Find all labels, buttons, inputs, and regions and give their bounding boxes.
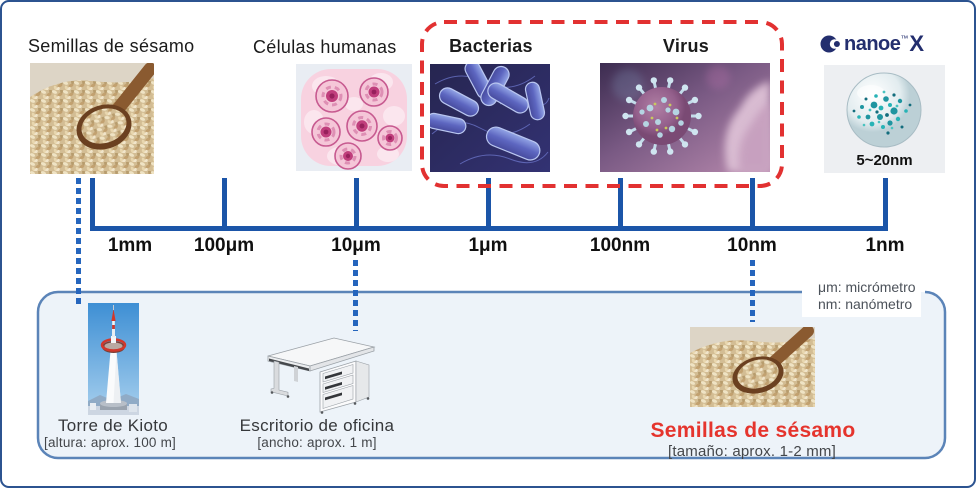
nanoe-size-label: 5~20nm <box>856 152 913 169</box>
connector-10nm-to-sesame <box>750 260 755 322</box>
nanoe-x-letter: X <box>909 31 925 56</box>
nanoe-brand-text: nanoe <box>844 32 901 55</box>
scale-tick-10um <box>354 178 359 226</box>
sesame-bottom-image <box>690 327 815 407</box>
sesame-bottom-subtitle: [tamaño: aprox. 1-2 mm] <box>668 443 836 460</box>
human-cells-image <box>296 64 412 171</box>
kyoto-tower-image <box>88 303 139 415</box>
sesame-top-image <box>30 63 154 174</box>
human-cells-label: Células humanas <box>253 37 397 57</box>
virus-image <box>600 63 770 172</box>
sesame-top-label: Semillas de sésamo <box>28 36 195 56</box>
nanoe-particle-image: 5~20nm <box>824 65 945 173</box>
kyoto-tower-title: Torre de Kioto <box>57 416 169 435</box>
bacteria-image <box>430 64 550 172</box>
scale-tick-1nm <box>883 178 888 226</box>
scale-label-1mm: 1mm <box>107 235 153 256</box>
scale-label-100um: 100μm <box>193 235 255 256</box>
scale-tick-1um <box>486 178 491 226</box>
units-legend: μm: micrómetro nm: nanómetro <box>818 279 916 313</box>
scale-label-1nm: 1nm <box>865 235 905 256</box>
nanoe-mark-icon <box>820 35 840 53</box>
connector-sesame-to-tower <box>76 178 81 308</box>
scale-tick-100um <box>222 178 227 226</box>
scale-label-10um: 10μm <box>331 235 381 256</box>
nanoe-tm-mark: ™ <box>900 33 909 43</box>
sesame-bottom-title: Semillas de sésamo <box>650 419 856 442</box>
kyoto-tower-subtitle: [altura: aprox. 100 m] <box>44 435 176 450</box>
virus-label: Virus <box>662 36 710 56</box>
office-desk-image <box>264 330 378 414</box>
scale-axis-line <box>90 226 888 231</box>
units-legend-nano: nm: nanómetro <box>818 296 913 312</box>
office-desk-title: Escritorio de oficina <box>239 416 395 435</box>
connector-10um-to-desk <box>353 260 358 331</box>
bacteria-label: Bacterias <box>449 36 533 56</box>
units-legend-micro: μm: micrómetro <box>818 279 916 295</box>
scale-label-100nm: 100nm <box>589 235 651 256</box>
scale-label-10nm: 10nm <box>727 235 777 256</box>
scale-label-1um: 1μm <box>468 235 508 256</box>
office-desk-subtitle: [ancho: aprox. 1 m] <box>257 435 377 450</box>
scale-tick-1mm <box>90 178 95 226</box>
scale-tick-100nm <box>618 178 623 226</box>
scale-tick-10nm <box>750 178 755 226</box>
